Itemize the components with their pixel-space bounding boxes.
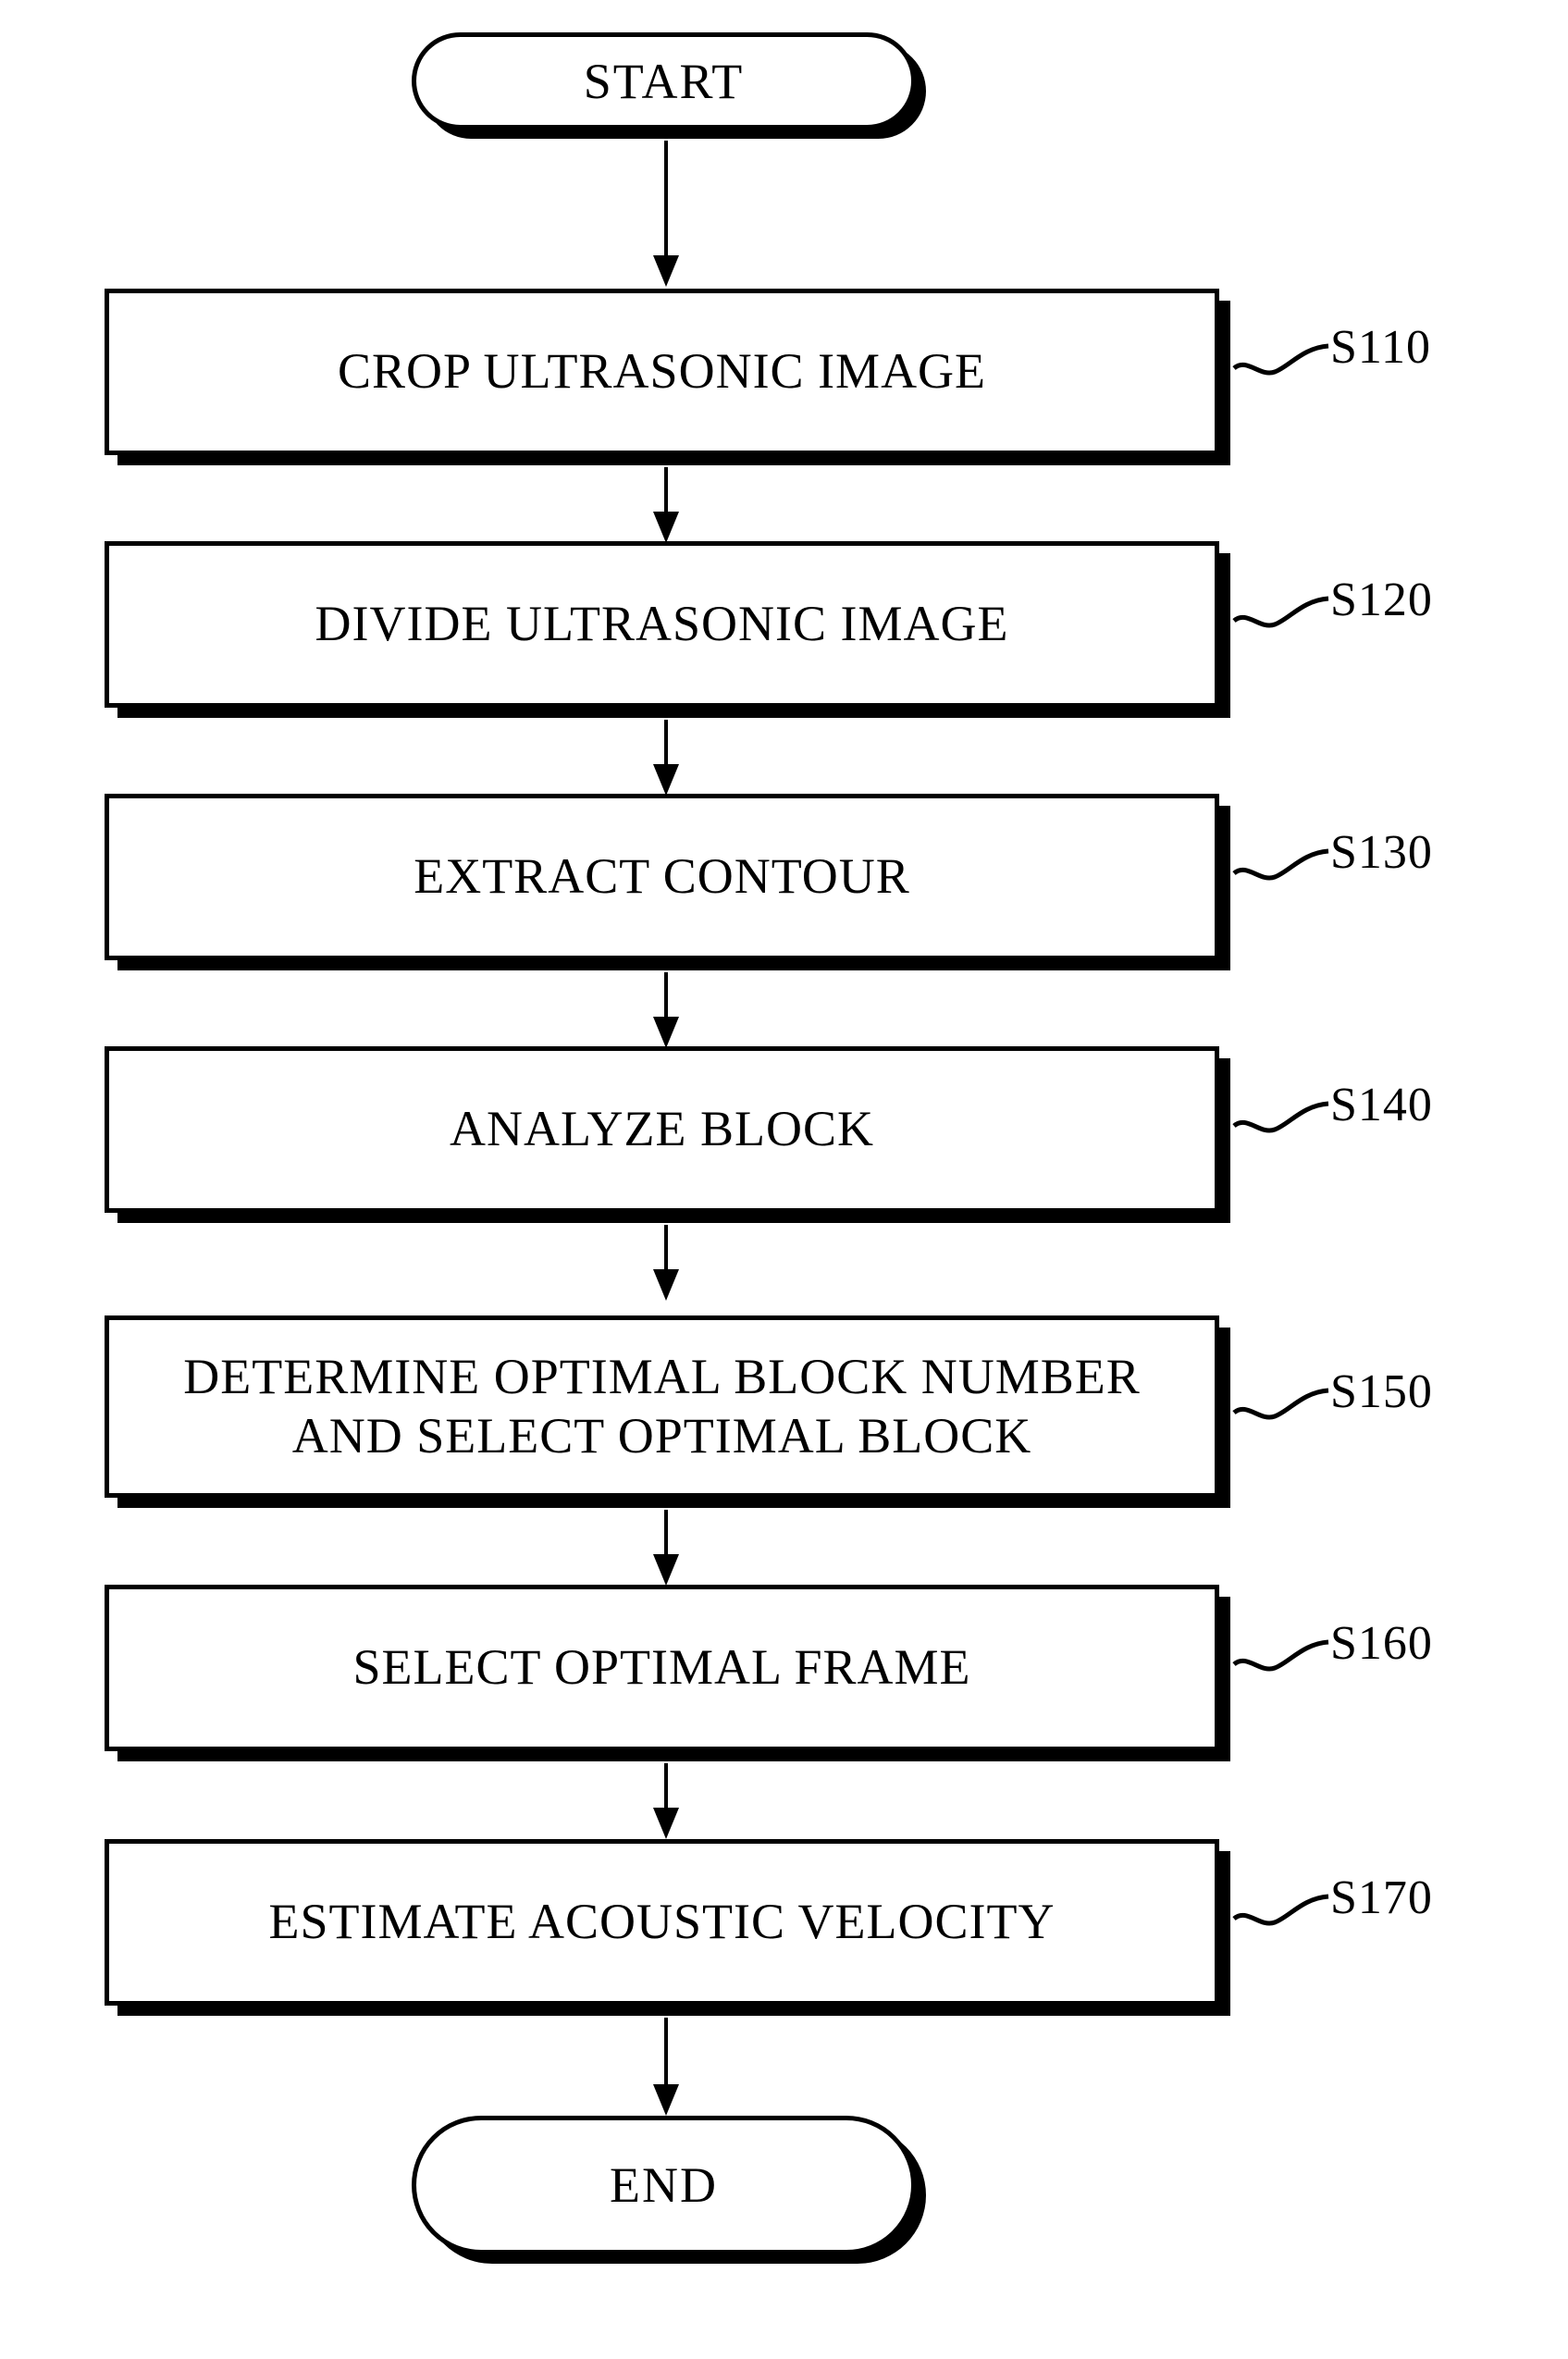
process-box-s120: DIVIDE ULTRASONIC IMAGE [105, 541, 1219, 708]
process-box-s150: DETERMINE OPTIMAL BLOCK NUMBER AND SELEC… [105, 1315, 1219, 1498]
connector-shaft [664, 972, 668, 1017]
process-label-line-1: ANALYZE BLOCK [449, 1101, 875, 1157]
connector-shaft [664, 467, 668, 512]
step-ref-label-s160: S160 [1330, 1617, 1433, 1670]
step-ref-label-s140: S140 [1330, 1079, 1433, 1131]
arrow-head-icon [653, 764, 679, 796]
step-ref-connector-s130 [1232, 848, 1329, 881]
step-ref-label-s120: S120 [1330, 574, 1433, 626]
step-ref-connector-s150 [1232, 1388, 1329, 1420]
connector-shaft [664, 1225, 668, 1269]
step-ref-label-s110: S110 [1330, 321, 1431, 374]
step-ref-label-s130: S130 [1330, 826, 1433, 879]
arrow-head-icon [653, 1017, 679, 1048]
arrow-head-icon [653, 1554, 679, 1586]
step-ref-connector-s120 [1232, 596, 1329, 628]
end-label: END [610, 2157, 718, 2213]
process-label-line-1: DETERMINE OPTIMAL BLOCK NUMBER [183, 1348, 1141, 1404]
step-ref-connector-s140 [1232, 1101, 1329, 1133]
connector-shaft [664, 2018, 668, 2084]
connector-shaft [664, 1763, 668, 1808]
step-ref-connector-s110 [1232, 343, 1329, 376]
connector-shaft [664, 720, 668, 764]
process-label-line-1: ESTIMATE ACOUSTIC VELOCITY [268, 1894, 1056, 1950]
arrow-head-icon [653, 255, 679, 287]
process-box-s110: CROP ULTRASONIC IMAGE [105, 289, 1219, 455]
step-ref-label-s170: S170 [1330, 1871, 1433, 1924]
process-box-s160: SELECT OPTIMAL FRAME [105, 1585, 1219, 1751]
process-label-line-1: EXTRACT CONTOUR [414, 848, 910, 905]
start-terminator: START [412, 32, 916, 130]
arrow-head-icon [653, 1808, 679, 1839]
process-box-s140: ANALYZE BLOCK [105, 1046, 1219, 1213]
process-label-line-2: AND SELECT OPTIMAL BLOCK [291, 1407, 1032, 1464]
arrow-head-icon [653, 512, 679, 543]
step-ref-connector-s170 [1232, 1894, 1329, 1926]
end-terminator: END [412, 2116, 916, 2254]
step-ref-connector-s160 [1232, 1639, 1329, 1672]
process-box-s130: EXTRACT CONTOUR [105, 794, 1219, 960]
process-label-line-1: SELECT OPTIMAL FRAME [352, 1639, 971, 1696]
process-box-s170: ESTIMATE ACOUSTIC VELOCITY [105, 1839, 1219, 2006]
process-label-line-1: CROP ULTRASONIC IMAGE [337, 343, 987, 400]
connector-shaft [664, 141, 668, 255]
process-label-line-1: DIVIDE ULTRASONIC IMAGE [315, 596, 1009, 652]
start-label: START [583, 53, 745, 109]
arrow-head-icon [653, 2084, 679, 2116]
connector-shaft [664, 1510, 668, 1554]
step-ref-label-s150: S150 [1330, 1365, 1433, 1418]
arrow-head-icon [653, 1269, 679, 1301]
